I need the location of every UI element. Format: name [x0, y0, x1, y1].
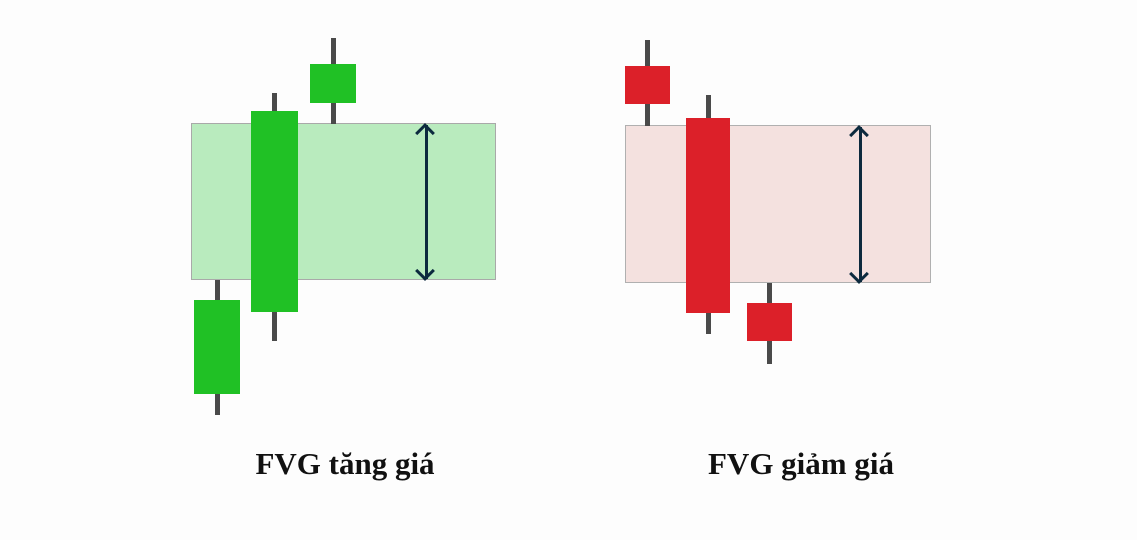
candle-3-body — [747, 303, 792, 341]
candle-2-body — [686, 118, 730, 313]
candle-2-body — [251, 111, 298, 312]
gap-height-arrow-icon — [859, 127, 862, 282]
bearish-label: FVG giảm giá — [708, 446, 894, 481]
bullish-fvg-zone — [191, 123, 496, 280]
candle-3-body — [310, 64, 356, 103]
candle-1-body — [625, 66, 670, 104]
bearish-fvg-zone — [625, 125, 931, 283]
gap-height-arrow-icon — [425, 125, 428, 279]
bullish-label: FVG tăng giá — [255, 446, 435, 481]
candle-1-body — [194, 300, 240, 394]
